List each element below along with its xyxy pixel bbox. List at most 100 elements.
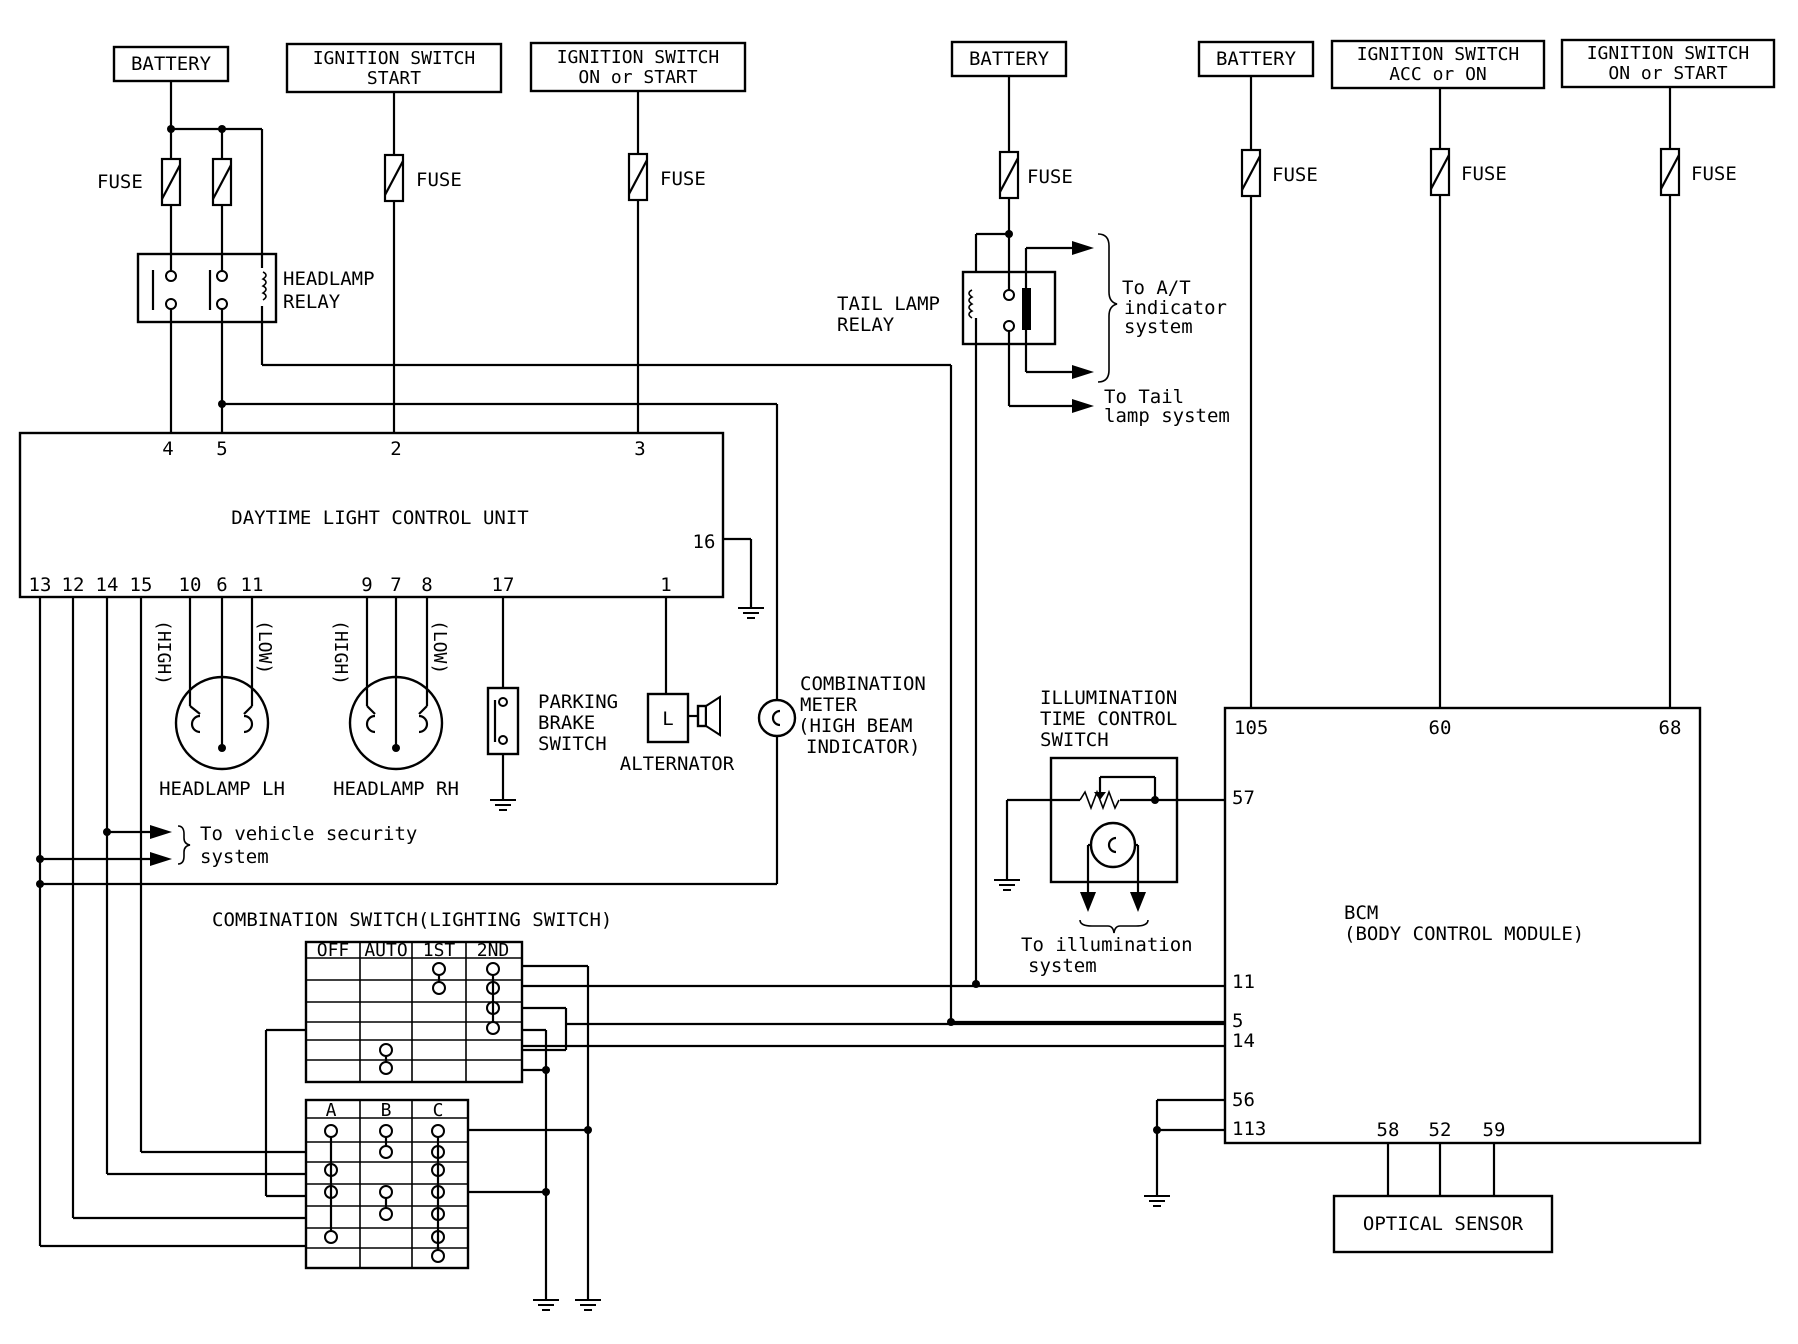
fuse-label-2: FUSE bbox=[416, 169, 462, 191]
arrow-icon bbox=[1072, 399, 1094, 413]
headlamp-relay-label-1: HEADLAMP bbox=[283, 268, 375, 290]
fuse-label-6: FUSE bbox=[1461, 163, 1507, 185]
dlcu-pin: 4 bbox=[162, 438, 173, 460]
fuse-icon bbox=[998, 150, 1020, 200]
ground-icon bbox=[1143, 1195, 1171, 1207]
high-label-lh: (HIGH) bbox=[153, 620, 174, 685]
bcm-pin: 58 bbox=[1377, 1119, 1400, 1141]
comb-col-off: OFF bbox=[317, 940, 350, 961]
battery-3: BATTERY bbox=[1197, 40, 1315, 78]
bcm-pin: 14 bbox=[1232, 1030, 1255, 1052]
to-tail-label-2: lamp system bbox=[1104, 405, 1230, 427]
low-label-lh: (LOW) bbox=[254, 620, 275, 674]
bulb-icon bbox=[1107, 836, 1117, 854]
comb-switch-wires bbox=[264, 964, 1225, 1311]
ground-icon bbox=[993, 879, 1021, 891]
dlcu-pin: 8 bbox=[421, 574, 432, 596]
dlcu-pin: 7 bbox=[390, 574, 401, 596]
ign-start-line1: IGNITION SWITCH bbox=[313, 48, 476, 69]
to-tail-label-1: To Tail bbox=[1104, 386, 1184, 408]
bcm-title-2: (BODY CONTROL MODULE) bbox=[1344, 923, 1584, 945]
daytime-light-control-unit: DAYTIME LIGHT CONTROL UNIT 4 5 2 3 13 12… bbox=[18, 431, 725, 599]
ign-on-start-1: IGNITION SWITCH ON or START bbox=[529, 41, 747, 93]
headlamp-rh-label: HEADLAMP RH bbox=[333, 778, 459, 800]
dlcu-pin: 9 bbox=[361, 574, 372, 596]
illumination-time-control-switch: ILLUMINATION TIME CONTROL SWITCH To illu… bbox=[993, 687, 1225, 977]
battery-2-label: BATTERY bbox=[969, 48, 1050, 70]
headlamp-lh-label: HEADLAMP LH bbox=[159, 778, 285, 800]
brace-icon bbox=[177, 825, 191, 865]
alternator-icon bbox=[705, 695, 721, 737]
bcm-title-1: BCM bbox=[1344, 902, 1378, 924]
battery-1-label: BATTERY bbox=[131, 53, 212, 75]
high-label-rh: (HIGH) bbox=[330, 620, 351, 685]
comb-switch-title: COMBINATION SWITCH(LIGHTING SWITCH) bbox=[212, 909, 612, 931]
optical-sensor-label: OPTICAL SENSOR bbox=[1363, 1213, 1524, 1235]
fuse-label-7: FUSE bbox=[1691, 163, 1737, 185]
bcm-pin: 68 bbox=[1659, 717, 1682, 739]
ign-acc-on: IGNITION SWITCH ACC or ON bbox=[1330, 39, 1546, 90]
ground-icon bbox=[574, 1299, 602, 1311]
combination-meter: COMBINATION METER (HIGH BEAM INDICATOR) bbox=[40, 673, 926, 886]
fuse-icon bbox=[1240, 148, 1262, 198]
fuse-icon bbox=[383, 153, 405, 203]
ign-on-start-1-line1: IGNITION SWITCH bbox=[557, 47, 720, 68]
ign-on-start-1-line2: ON or START bbox=[578, 67, 697, 88]
dlcu-title: DAYTIME LIGHT CONTROL UNIT bbox=[231, 507, 528, 529]
fuse-icon bbox=[160, 157, 182, 207]
low-label-rh: (LOW) bbox=[429, 620, 450, 674]
bcm-pin: 56 bbox=[1232, 1089, 1255, 1111]
dlcu-pin: 6 bbox=[216, 574, 227, 596]
parking-brake-label-1: PARKING bbox=[538, 691, 618, 713]
headlamp-relay-label-2: RELAY bbox=[283, 291, 341, 313]
comb-col-a: A bbox=[326, 1100, 337, 1121]
comb-col-c: C bbox=[433, 1100, 444, 1121]
dlcu-pin: 16 bbox=[693, 531, 716, 553]
comb-col-1st: 1ST bbox=[423, 940, 456, 961]
ground-icon bbox=[532, 1299, 560, 1311]
ign-start: IGNITION SWITCH START bbox=[285, 42, 503, 94]
fuse-label-3: FUSE bbox=[660, 168, 706, 190]
arrow-icon bbox=[150, 825, 172, 839]
illum-label-3: SWITCH bbox=[1040, 729, 1109, 751]
comb-meter-label-2: METER bbox=[800, 694, 858, 716]
to-illum-label-2: system bbox=[1028, 955, 1097, 977]
alternator-terminal: L bbox=[662, 708, 673, 730]
fuse-icon bbox=[1429, 147, 1451, 197]
comb-meter-label-4: INDICATOR) bbox=[806, 736, 920, 758]
ign-on-start-2-line2: ON or START bbox=[1608, 63, 1727, 84]
dlcu-pin: 10 bbox=[179, 574, 202, 596]
comb-col-auto: AUTO bbox=[364, 940, 407, 961]
tail-lamp-relay: TAIL LAMP RELAY To A/T indicator system … bbox=[837, 197, 1230, 427]
ign-acc-on-line2: ACC or ON bbox=[1389, 64, 1487, 85]
headlamp-rh: (HIGH) (LOW) HEADLAMP RH bbox=[330, 597, 459, 800]
to-at-label-3: system bbox=[1124, 316, 1193, 338]
dlcu-pin: 2 bbox=[390, 438, 401, 460]
to-at-label-2: indicator bbox=[1124, 297, 1227, 319]
combination-switch: COMBINATION SWITCH(LIGHTING SWITCH) OFF … bbox=[212, 909, 612, 1270]
bcm-pin: 113 bbox=[1232, 1118, 1266, 1140]
brace-icon bbox=[1097, 233, 1118, 383]
fuse-icon bbox=[211, 157, 233, 207]
dlcu-pin: 3 bbox=[634, 438, 645, 460]
comb-meter-label-1: COMBINATION bbox=[800, 673, 926, 695]
bcm-pin: 105 bbox=[1234, 717, 1268, 739]
ign-on-start-2-line1: IGNITION SWITCH bbox=[1587, 43, 1750, 64]
comb-col-b: B bbox=[381, 1100, 392, 1121]
bulb-icon bbox=[771, 709, 781, 727]
fuse-icon bbox=[1659, 147, 1681, 197]
arrow-icon bbox=[150, 852, 172, 866]
alternator: L ALTERNATOR bbox=[620, 597, 735, 775]
ground-icon bbox=[489, 799, 517, 811]
fuses: FUSE FUSE FUSE FUSE FUSE FUSE FUSE bbox=[97, 76, 1737, 207]
fuse-label-5: FUSE bbox=[1272, 164, 1318, 186]
dlcu-pin: 13 bbox=[29, 574, 52, 596]
headlamp-relay: HEADLAMP RELAY bbox=[136, 129, 953, 1022]
illum-label-1: ILLUMINATION bbox=[1040, 687, 1177, 709]
bcm-pin: 11 bbox=[1232, 971, 1255, 993]
ign-acc-on-line1: IGNITION SWITCH bbox=[1357, 44, 1520, 65]
dlcu-pin: 14 bbox=[96, 574, 119, 596]
fuse-label-4: FUSE bbox=[1027, 166, 1073, 188]
to-illum-label-1: To illumination bbox=[1021, 934, 1193, 956]
